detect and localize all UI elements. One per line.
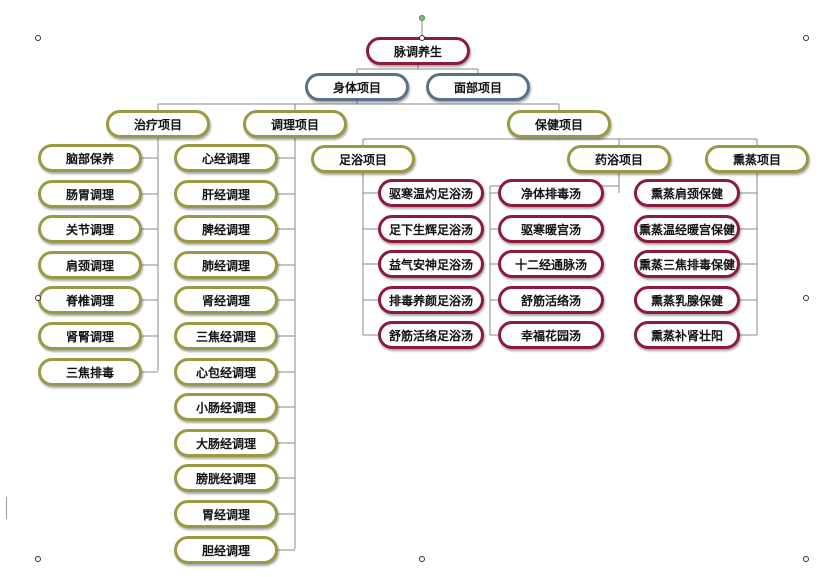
steam-project-node[interactable]: 熏蒸项目 xyxy=(705,145,809,173)
conditioning-item[interactable]: 胆经调理 xyxy=(174,536,278,564)
conditioning-item[interactable]: 肺经调理 xyxy=(174,251,278,279)
herbal-bath-item-label: 幸福花园汤 xyxy=(520,328,581,343)
steam-item-label: 熏蒸补肾壮阳 xyxy=(650,328,723,343)
steam-item-label: 熏蒸三焦排毒保健 xyxy=(638,257,735,272)
resize-handle-middle-right[interactable] xyxy=(803,295,809,301)
treatment-item-label: 肾腎调理 xyxy=(65,329,114,344)
steam-item[interactable]: 熏蒸补肾壮阳 xyxy=(634,321,740,349)
face-project-node[interactable]: 面部项目 xyxy=(426,73,530,101)
herbal-bath-item[interactable]: 舒筋活络汤 xyxy=(498,286,604,314)
conditioning-item-label: 小肠经调理 xyxy=(195,400,256,415)
root-label: 脉调养生 xyxy=(393,44,442,59)
conditioning-project-label: 调理项目 xyxy=(270,117,319,132)
steam-item-label: 熏蒸肩颈保健 xyxy=(650,186,723,201)
resize-handle-bottom-right[interactable] xyxy=(803,556,809,562)
conditioning-item-label: 膀胱经调理 xyxy=(195,471,256,486)
treatment-item[interactable]: 关节调理 xyxy=(38,215,142,243)
herbal-bath-project-node[interactable]: 药浴项目 xyxy=(567,145,671,173)
conditioning-item[interactable]: 心经调理 xyxy=(174,144,278,172)
footbath-item-label: 排毒养颜足浴汤 xyxy=(388,293,473,308)
treatment-item[interactable]: 肾腎调理 xyxy=(38,322,142,350)
healthcare-project-node[interactable]: 保健项目 xyxy=(507,110,611,138)
healthcare-project-label: 保健项目 xyxy=(534,117,583,132)
conditioning-project-node[interactable]: 调理项目 xyxy=(243,110,347,138)
conditioning-item-label: 心经调理 xyxy=(201,151,250,166)
conditioning-item-label: 胃经调理 xyxy=(201,507,250,522)
herbal-bath-project-label: 药浴项目 xyxy=(594,152,643,167)
treatment-project-label: 治疗项目 xyxy=(133,117,182,132)
page-edge-marker xyxy=(0,497,7,519)
steam-item[interactable]: 熏蒸温经暖宫保健 xyxy=(634,215,740,243)
resize-handle-middle-left[interactable] xyxy=(35,295,41,301)
conditioning-item[interactable]: 胃经调理 xyxy=(174,500,278,528)
conditioning-item[interactable]: 膀胱经调理 xyxy=(174,464,278,492)
conditioning-item-label: 三焦经调理 xyxy=(195,329,256,344)
footbath-project-node[interactable]: 足浴项目 xyxy=(311,145,415,173)
treatment-item-label: 肠胃调理 xyxy=(65,187,114,202)
conditioning-item[interactable]: 肝经调理 xyxy=(174,180,278,208)
conditioning-item-label: 心包经调理 xyxy=(195,365,256,380)
resize-handle-bottom-center[interactable] xyxy=(419,556,425,562)
steam-item-label: 熏蒸温经暖宫保健 xyxy=(638,222,735,237)
resize-handle-top-left[interactable] xyxy=(35,35,41,41)
herbal-bath-item-label: 舒筋活络汤 xyxy=(520,293,581,308)
footbath-item-label: 舒筋活络足浴汤 xyxy=(388,328,473,343)
treatment-item-label: 关节调理 xyxy=(65,222,114,237)
steam-item[interactable]: 熏蒸肩颈保健 xyxy=(634,179,740,207)
footbath-item[interactable]: 排毒养颜足浴汤 xyxy=(378,286,484,314)
steam-item[interactable]: 熏蒸三焦排毒保健 xyxy=(634,250,740,278)
treatment-project-node[interactable]: 治疗项目 xyxy=(106,110,210,138)
steam-project-label: 熏蒸项目 xyxy=(732,152,781,167)
footbath-project-label: 足浴项目 xyxy=(338,152,387,167)
treatment-item[interactable]: 脊椎调理 xyxy=(38,286,142,314)
conditioning-item[interactable]: 心包经调理 xyxy=(174,358,278,386)
footbath-item[interactable]: 足下生辉足浴汤 xyxy=(378,215,484,243)
treatment-item-label: 肩颈调理 xyxy=(65,258,114,273)
face-project-label: 面部项目 xyxy=(453,80,502,95)
footbath-item[interactable]: 舒筋活络足浴汤 xyxy=(378,321,484,349)
conditioning-item-label: 胆经调理 xyxy=(201,543,250,558)
steam-item[interactable]: 熏蒸乳腺保健 xyxy=(634,286,740,314)
resize-handle-bottom-left[interactable] xyxy=(35,556,41,562)
treatment-item-label: 脑部保养 xyxy=(65,151,114,166)
conditioning-item[interactable]: 三焦经调理 xyxy=(174,322,278,350)
conditioning-item-label: 大肠经调理 xyxy=(195,436,256,451)
conditioning-item[interactable]: 脾经调理 xyxy=(174,215,278,243)
conditioning-item-label: 肝经调理 xyxy=(201,187,250,202)
rotation-handle[interactable] xyxy=(419,15,425,21)
footbath-item-label: 足下生辉足浴汤 xyxy=(388,222,473,237)
footbath-item-label: 益气安神足浴汤 xyxy=(388,257,473,272)
treatment-item[interactable]: 肩颈调理 xyxy=(38,251,142,279)
treatment-item[interactable]: 肠胃调理 xyxy=(38,180,142,208)
treatment-item-label: 脊椎调理 xyxy=(65,293,114,308)
conditioning-item[interactable]: 小肠经调理 xyxy=(174,393,278,421)
herbal-bath-item[interactable]: 净体排毒汤 xyxy=(498,179,604,207)
herbal-bath-item-label: 驱寒暖宫汤 xyxy=(520,222,581,237)
treatment-item[interactable]: 脑部保养 xyxy=(38,144,142,172)
resize-handle-top-center[interactable] xyxy=(419,35,425,41)
conditioning-item[interactable]: 大肠经调理 xyxy=(174,429,278,457)
herbal-bath-item-label: 十二经通脉汤 xyxy=(514,257,587,272)
treatment-item[interactable]: 三焦排毒 xyxy=(38,358,142,386)
resize-handle-top-right[interactable] xyxy=(803,35,809,41)
herbal-bath-item[interactable]: 驱寒暖宫汤 xyxy=(498,215,604,243)
steam-item-label: 熏蒸乳腺保健 xyxy=(650,293,723,308)
body-project-node[interactable]: 身体项目 xyxy=(305,73,409,101)
footbath-item[interactable]: 驱寒温灼足浴汤 xyxy=(378,179,484,207)
herbal-bath-item-label: 净体排毒汤 xyxy=(520,186,581,201)
conditioning-item-label: 脾经调理 xyxy=(201,222,250,237)
conditioning-item[interactable]: 肾经调理 xyxy=(174,286,278,314)
root-node[interactable]: 脉调养生 xyxy=(366,37,470,65)
herbal-bath-item[interactable]: 幸福花园汤 xyxy=(498,321,604,349)
herbal-bath-item[interactable]: 十二经通脉汤 xyxy=(498,250,604,278)
footbath-item-label: 驱寒温灼足浴汤 xyxy=(388,186,473,201)
body-project-label: 身体项目 xyxy=(332,80,381,95)
treatment-item-label: 三焦排毒 xyxy=(65,365,114,380)
conditioning-item-label: 肺经调理 xyxy=(201,258,250,273)
conditioning-item-label: 肾经调理 xyxy=(201,293,250,308)
footbath-item[interactable]: 益气安神足浴汤 xyxy=(378,250,484,278)
